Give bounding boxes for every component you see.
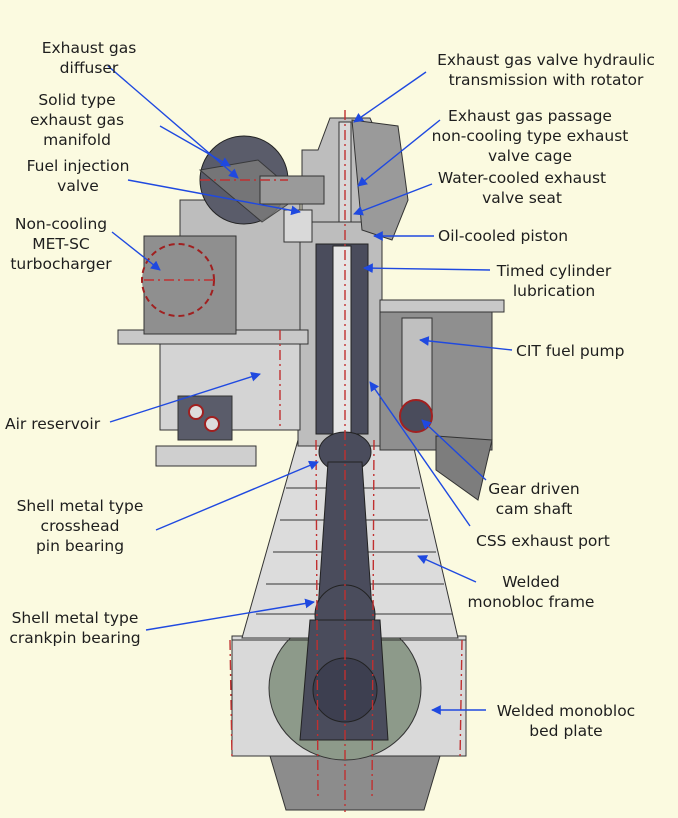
starting-air-block — [177, 395, 233, 441]
label-timed-cylinder-lubrication: Timed cylinder lubrication — [496, 262, 612, 300]
label-exhaust-gas-passage: Exhaust gas passage non-cooling type exh… — [431, 107, 629, 165]
leader-cit-fuel-pump — [419, 336, 513, 351]
left-base-step — [155, 445, 257, 467]
leader-crosshead-pin-bearing — [155, 460, 319, 531]
leader-water-cooled-seat — [353, 183, 433, 216]
label-solid-type-manifold: Solid type exhaust gas manifold — [29, 91, 125, 149]
label-fuel-injection-valve: Fuel injection valve — [26, 157, 130, 195]
label-exhaust-gas-diffuser: Exhaust gas diffuser — [41, 39, 137, 77]
leader-welded-monobloc-frame — [417, 555, 477, 583]
leader-gear-driven-cam-shaft — [421, 419, 487, 481]
label-cit-fuel-pump: CIT fuel pump — [516, 342, 625, 360]
engine-body — [117, 110, 505, 812]
injection-block — [283, 209, 313, 243]
label-css-exhaust-port: CSS exhaust port — [476, 532, 610, 550]
leader-css-exhaust-port — [369, 381, 471, 527]
leader-crankpin-bearing — [145, 598, 315, 631]
leader-fuel-injection-valve — [127, 179, 301, 216]
leader-exhaust-valve-hydraulic — [353, 71, 427, 123]
cam-box — [379, 299, 493, 451]
label-gear-driven-cam-shaft: Gear driven cam shaft — [488, 480, 580, 518]
label-welded-monobloc-bed-plate: Welded monobloc bed plate — [496, 702, 636, 740]
center-lines — [144, 110, 463, 812]
label-crankpin-bearing: Shell metal type crankpin bearing — [9, 609, 141, 647]
label-water-cooled-seat: Water-cooled exhaust valve seat — [437, 169, 607, 207]
leader-exhaust-gas-diffuser — [107, 65, 239, 179]
camshaft — [399, 399, 433, 433]
leader-solid-type-manifold — [159, 125, 231, 167]
leader-air-reservoir — [109, 372, 261, 423]
label-non-cooling-turbocharger: Non-cooling MET-SC turbocharger — [10, 215, 112, 273]
manifold-connector — [259, 175, 325, 205]
label-air-reservoir: Air reservoir — [5, 415, 101, 433]
oil-sump — [269, 755, 441, 811]
starting-air-valve-1 — [188, 404, 204, 420]
cam-gear-housing — [435, 435, 493, 501]
label-crosshead-pin-bearing: Shell metal type crosshead pin bearing — [16, 497, 144, 555]
piston-rod — [332, 245, 352, 437]
leader-timed-cylinder-lubrication — [363, 263, 491, 274]
leader-turbocharger — [111, 231, 161, 271]
label-welded-monobloc-frame: Welded monobloc frame — [467, 573, 595, 611]
leader-lines — [107, 65, 513, 715]
leader-exhaust-gas-passage — [357, 119, 441, 187]
starting-air-valve-2 — [204, 416, 220, 432]
label-oil-cooled-piston: Oil-cooled piston — [438, 227, 569, 245]
right-platform — [379, 299, 505, 313]
label-exhaust-valve-hydraulic: Exhaust gas valve hydraulic transmission… — [437, 51, 655, 89]
